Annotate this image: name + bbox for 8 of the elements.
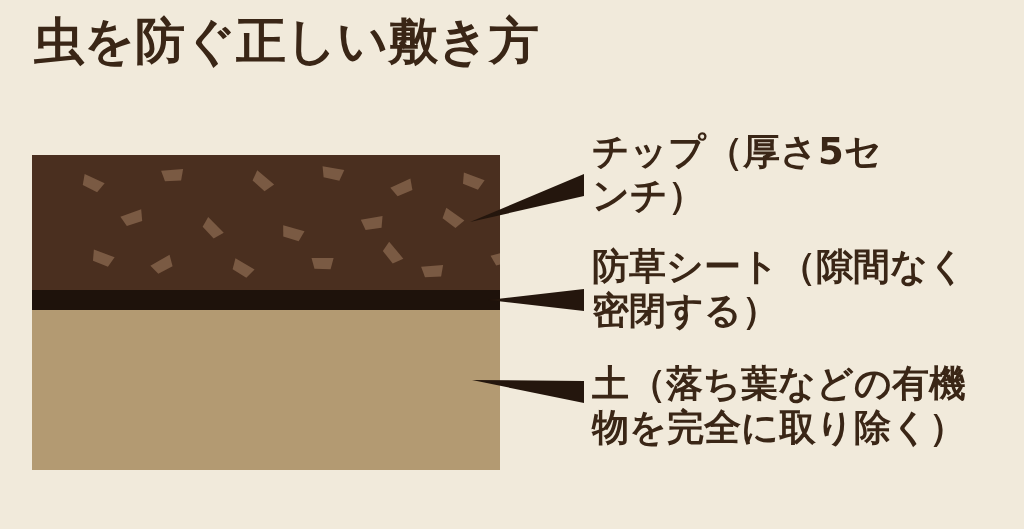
- layer-band: [32, 290, 500, 310]
- layer-label: 防草シート（隙間なく密閉する）: [592, 245, 967, 334]
- layer-label: 土（落ち葉などの有機物を完全に取り除く）: [592, 362, 967, 451]
- layer-label: チップ（厚さ5センチ）: [592, 130, 883, 219]
- layer-band: [32, 310, 500, 470]
- leader-wedge: [472, 380, 584, 403]
- title: 虫を防ぐ正しい敷き方: [34, 11, 539, 72]
- leader-wedge: [470, 174, 584, 222]
